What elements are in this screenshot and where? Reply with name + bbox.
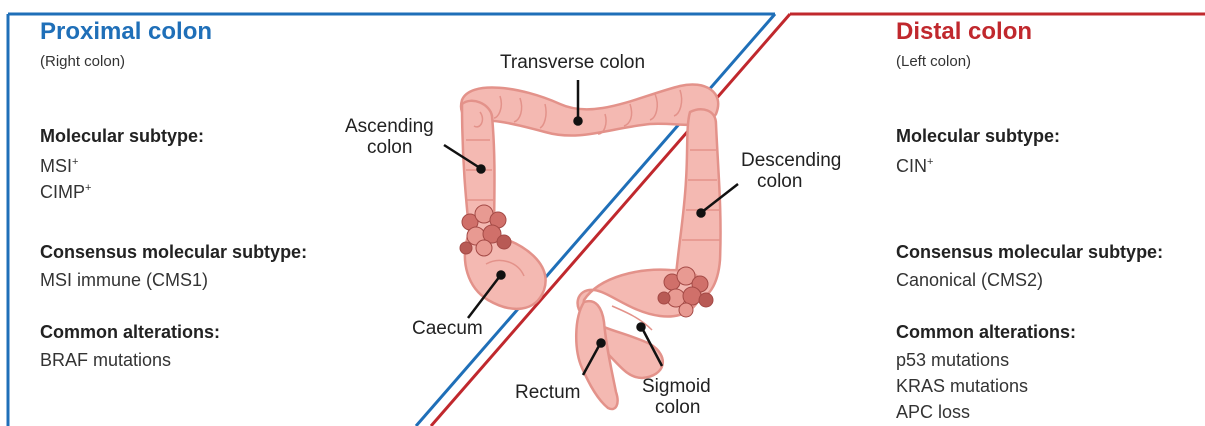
proximal-consensus-value: MSI immune (CMS1) — [40, 268, 208, 292]
proximal-molecular-heading: Molecular subtype: — [40, 126, 204, 147]
distal-consensus-heading: Consensus molecular subtype: — [896, 242, 1163, 263]
proximal-alterations-heading: Common alterations: — [40, 322, 220, 343]
label-sigmoid-colon-line2: colon — [655, 397, 700, 418]
proximal-title: Proximal colon — [40, 18, 212, 46]
distal-border — [431, 14, 1205, 426]
proximal-subtitle: (Right colon) — [40, 53, 125, 70]
distal-molecular-heading: Molecular subtype: — [896, 126, 1060, 147]
distal-consensus-value: Canonical (CMS2) — [896, 268, 1043, 292]
distal-alteration-item: KRAS mutations — [896, 374, 1028, 398]
proximal-molecular-cimp: CIMP+ — [40, 180, 91, 204]
proximal-consensus-heading: Consensus molecular subtype: — [40, 242, 307, 263]
label-descending-colon-line2: colon — [757, 171, 802, 192]
label-ascending-colon-line2: colon — [367, 137, 412, 158]
proximal-molecular-msi: MSI+ — [40, 154, 78, 178]
distal-molecular-cin: CIN+ — [896, 154, 933, 178]
distal-title: Distal colon — [896, 18, 1032, 46]
distal-subtitle: (Left colon) — [896, 53, 971, 70]
label-ascending-colon-line1: Ascending — [345, 116, 434, 137]
label-transverse-colon: Transverse colon — [500, 52, 645, 73]
label-sigmoid-colon-line1: Sigmoid — [642, 376, 711, 397]
distal-alterations-heading: Common alterations: — [896, 322, 1076, 343]
distal-alteration-item: p53 mutations — [896, 348, 1009, 372]
label-rectum: Rectum — [515, 382, 580, 403]
proximal-alteration-item: BRAF mutations — [40, 348, 171, 372]
label-caecum: Caecum — [412, 318, 483, 339]
label-descending-colon-line1: Descending — [741, 150, 841, 171]
distal-alteration-item: APC loss — [896, 400, 970, 424]
